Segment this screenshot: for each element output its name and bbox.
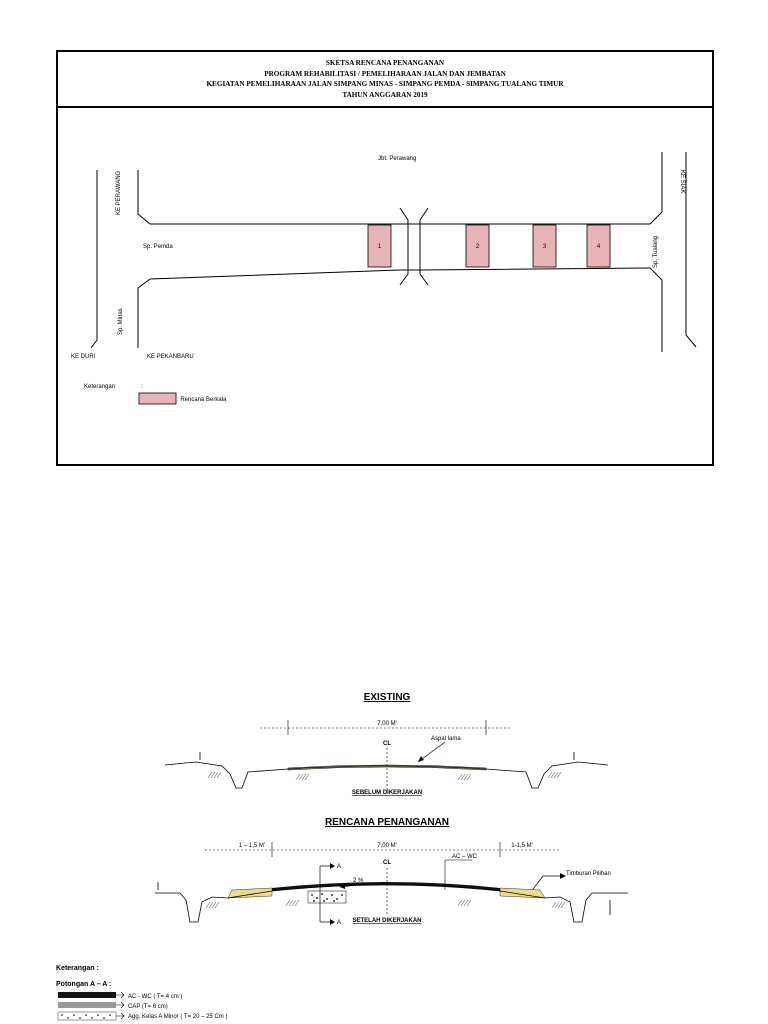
rencana-section-bottom-arrow (330, 919, 335, 925)
rencana-aggregate-dots (311, 893, 343, 902)
rencana-timburan-arrowhead (560, 873, 566, 879)
label-rencana-berkala: : Rencana Berkala (177, 397, 227, 403)
map-frame: SKETSA RENCANA PENANGANAN PROGRAM REHABI… (56, 50, 714, 466)
label-sp-pemda: Sp. Pemda (143, 244, 173, 250)
road-right-lower (649, 267, 663, 352)
existing-caption: SEBELUM DIKERJAKAN (352, 790, 422, 796)
legend-swatch-cap (58, 1002, 116, 1008)
legend-swatch-acwc (58, 992, 116, 998)
label-ke-pekanbaru: KE PEKANBARU (147, 354, 194, 360)
rencana-shoulder-left: 1 – 1,5 M' (239, 843, 265, 849)
legend-keterangan: Keterangan : (56, 965, 99, 972)
existing-title: EXISTING (364, 692, 411, 703)
label-ke-siak: KE SIAK (679, 170, 685, 193)
rencana-title: RENCANA PENANGANAN (325, 817, 449, 828)
rencana-section-a-top: A (337, 864, 341, 870)
title-line-1: SKETSA RENCANA PENANGANAN (325, 59, 445, 67)
rencana-section-a-bottom: A (337, 920, 341, 926)
title-line-3: KEGIATAN PEMELIHARAAN JALAN SIMPANG MINA… (206, 80, 564, 88)
road-network (90, 152, 697, 352)
legend-swatch-aggregate (57, 1011, 117, 1021)
existing-cl-label: CL (383, 741, 391, 747)
bottom-legend: Keterangan : Potongan A – A : (56, 965, 111, 997)
legend-potongan: Potongan A – A : (56, 981, 112, 988)
rencana-caption: SETELAH DIKERJAKAN (352, 918, 421, 924)
label-ke-perawang: KE PERAWANG (116, 170, 122, 215)
legend-item-acwc: AC - WC ( T= 4 cm ) (128, 994, 182, 1000)
title-block: SKETSA RENCANA PENANGANAN PROGRAM REHABI… (58, 52, 712, 108)
road-ke-perawang (90, 170, 98, 349)
label-sp-tualang: Sp. Tualang (653, 236, 659, 268)
rencana-shoulder-left-fill (227, 887, 273, 899)
rencana-aggregate-block (307, 890, 347, 904)
rencana-ground-profile (155, 884, 628, 923)
existing-old-asphalt (287, 764, 487, 771)
rencana-acwc-label: AC – WC (452, 854, 478, 860)
road-ke-siak (685, 152, 697, 348)
road-bottom-edge (149, 267, 651, 280)
legend-swatch-rencana (138, 392, 177, 405)
label-sp-minas: Sp. Minas (118, 308, 124, 335)
label-keterangan: Keterangan (84, 384, 115, 390)
rencana-slope-arrowhead (340, 884, 345, 889)
segment-3-label: 3 (543, 244, 547, 250)
title-line-2: PROGRAM REHABILITASI / PEMELIHARAAN JALA… (264, 69, 506, 78)
existing-hatching (207, 771, 562, 781)
existing-arrow-head (418, 756, 424, 762)
rencana-section-top-arrow (330, 863, 335, 869)
rencana-width-label: 7,00 M' (377, 843, 397, 849)
legend-item-aggregate: Agg. Kelas A Minor ( T= 20 – 25 Cm ) (128, 1014, 227, 1020)
road-left-lower (137, 278, 151, 348)
segment-4-label: 4 (597, 244, 601, 250)
title-line-4: TAHUN ANGGARAN 2019 (342, 90, 428, 99)
legend-arrows (116, 991, 125, 1020)
existing-dimension (260, 720, 510, 735)
rencana-shoulder-right: 1-1,5 M' (511, 843, 533, 849)
segment-group (367, 224, 611, 268)
label-jbt-perawang: Jbt. Perawang (378, 156, 416, 162)
rencana-slope-label: 2 % (353, 878, 364, 884)
segment-labels: 1 2 3 4 (378, 244, 601, 250)
existing-width-label: 7,00 M' (377, 721, 397, 727)
segment-1-label: 1 (378, 244, 382, 250)
bridge-right (419, 207, 429, 286)
label-colon: : (141, 384, 143, 390)
rencana-dimension (205, 842, 560, 857)
rencana-timburan-leader (529, 875, 560, 894)
bridge-left (399, 207, 409, 286)
rencana-timburan-label: Timburan Pilihan (566, 871, 611, 877)
segment-3 (532, 224, 557, 268)
segment-4 (586, 224, 611, 268)
rencana-cl-label: CL (383, 860, 391, 866)
existing-ground-profile (164, 761, 609, 789)
label-ke-duri: KE DURI (71, 354, 96, 360)
rencana-acwc-layer (272, 882, 500, 891)
legend-item-cap: CAP (T= 6 cm) (128, 1004, 168, 1010)
existing-aspal-label: Aspal lama (431, 736, 461, 742)
legend-aggregate-dots (61, 1014, 111, 1019)
segment-2-label: 2 (476, 244, 480, 250)
segment-1 (367, 224, 392, 268)
road-left-upper (137, 170, 151, 225)
rencana-hatching (205, 899, 566, 909)
road-right-upper (649, 152, 663, 225)
segment-2 (465, 224, 490, 268)
rencana-shoulder-right-fill (499, 887, 546, 899)
